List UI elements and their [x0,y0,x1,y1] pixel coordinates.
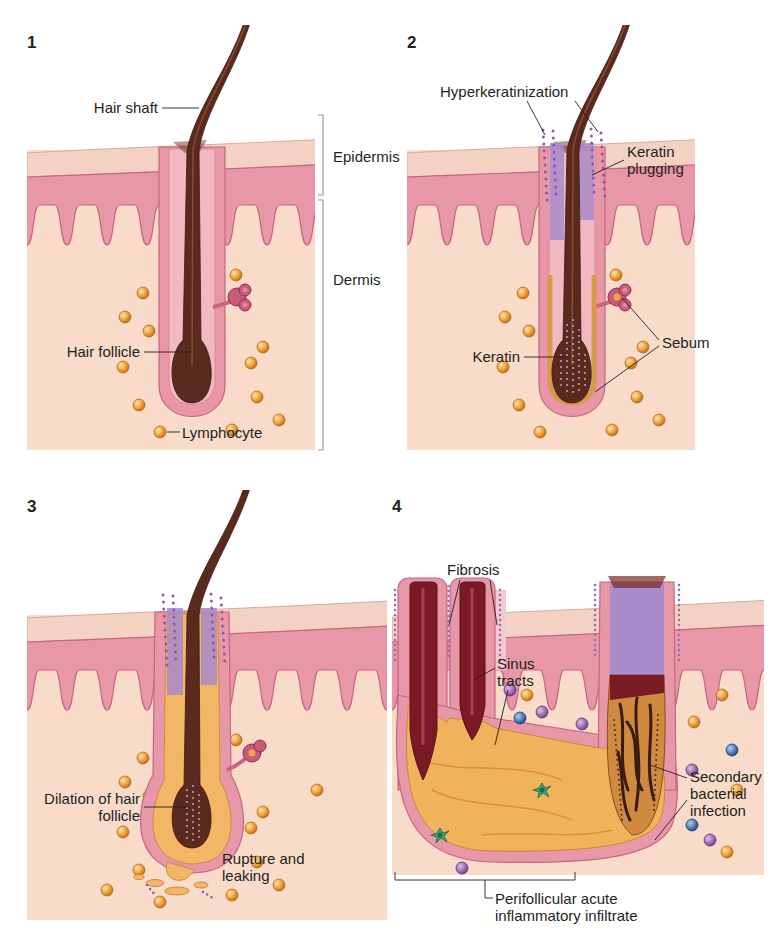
panel-normal-follicle [27,25,315,450]
leader-line [144,807,188,808]
lymphocyte-cell [101,884,113,896]
leaking-sebum [194,882,208,888]
lymphocyte-cell [688,716,700,728]
leader-line [495,690,508,745]
keratin-plug [580,143,594,220]
part-label: Dermis [333,271,381,288]
leader-line [144,352,192,353]
leader-line [622,298,659,340]
immune-cell [686,819,698,831]
hair-fragments [618,698,654,820]
leader-line [490,580,497,625]
lymphocyte-cell [154,426,166,438]
keratin-speckles [561,320,585,397]
part-label: Dilation of hair follicle [40,790,140,824]
part-label: Epidermis [333,148,400,165]
panel-number: 4 [392,497,401,517]
infiltrate-bracket [395,872,575,880]
part-label: Keratin plugging [627,143,697,177]
leader-line [655,800,687,840]
leader-line [162,108,199,109]
neutrophil-cell [456,862,468,874]
leader-line [524,357,565,358]
part-label: Hair follicle [40,343,140,360]
immune-cell [726,744,738,756]
skin-layers [27,135,315,450]
leader-line [595,346,659,392]
part-label: Sinus tracts [497,655,547,689]
gland-duct [227,758,246,770]
lymphocyte-cell [721,846,733,858]
plug-base [610,675,664,700]
hair-shaft-shape [172,25,253,403]
skin-layers [407,135,695,450]
part-label: Secondary bacterial infection [690,768,770,819]
lymphocyte-cell [716,689,728,701]
leaking-sebum [165,887,189,895]
panel-sinus-tracts [392,576,764,875]
rupture-leak [166,862,195,880]
keratin-plug [550,143,564,240]
part-label: Lymphocyte [182,424,262,441]
lymphocyte-cell [154,896,166,908]
hair-shaft-shape [172,490,253,848]
skin-layers [27,600,387,920]
panel-keratin-plugging [407,25,695,450]
follicle-opening [608,576,666,588]
panel-number: 3 [27,497,36,517]
leader-line [449,580,460,625]
lymphocyte-cell [521,689,533,701]
leader-line [527,101,545,135]
leaking-sebum [134,875,144,880]
immune-cell [514,712,526,724]
lymphocyte-cell [534,426,546,438]
leader-line [485,880,493,898]
part-label: Hyperkeratinization [440,83,568,100]
panel-number: 1 [27,33,36,53]
keratin-speckles [187,786,199,842]
fibrosis-dots [395,585,679,665]
neutrophil-cell [536,706,548,718]
part-label: Sebum [662,334,710,351]
bacteria-dots [614,715,658,820]
keratin-plug [610,582,664,680]
part-label: Keratin [440,348,520,365]
leaking-sebum [146,880,164,887]
leader-line [167,432,180,433]
epidermis-bracket [318,115,323,195]
macrophage-cell [431,828,449,843]
hyperkeratinization-dots [543,129,605,201]
panel-dilation-rupture [27,490,387,920]
keratin-plug [201,608,217,685]
hyperkeratinization-dots [163,594,225,666]
leader-line [592,160,624,175]
part-label: Perifollicular acute inflammatory infilt… [495,890,665,924]
leader-line [474,668,495,680]
neutrophil-cell [704,834,716,846]
cavity-streaks [422,760,612,835]
sebum-in-gland [249,750,256,757]
panel-number: 2 [407,33,416,53]
dermis-bracket [318,200,323,450]
part-label: Hair shaft [70,99,158,116]
part-label: Rupture and leaking [222,850,312,884]
keratin-debris [147,885,213,898]
macrophage-cell [533,783,551,798]
leader-line [575,101,598,132]
sebaceous-gland [254,740,266,752]
lymphocyte-cell [311,784,323,796]
neutrophil-cell [576,718,588,730]
infected-follicle [607,675,665,835]
part-label: Fibrosis [447,561,500,578]
leader-line [650,765,687,778]
hair-shaft-shape [552,25,633,403]
sebum-in-gland [614,294,621,301]
